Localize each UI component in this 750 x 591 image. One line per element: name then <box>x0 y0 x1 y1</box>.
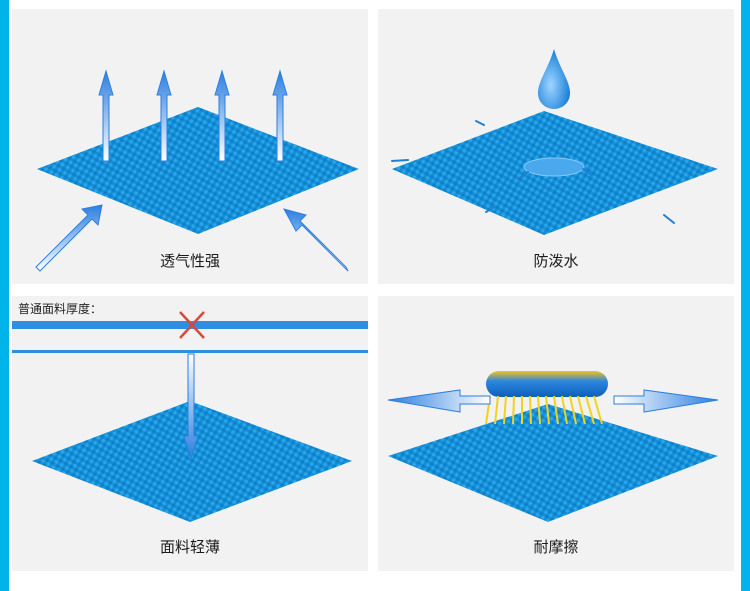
breathable-panel: 透气性强 <box>12 9 368 284</box>
breathable-arrows-icon <box>12 9 368 284</box>
feature-caption: 透气性强 <box>12 250 368 271</box>
thin-fabric-icon <box>12 296 368 571</box>
brush-abrasion-icon <box>378 296 734 571</box>
arrow-right-icon <box>614 390 718 412</box>
water-drop <box>538 49 570 109</box>
fabric-layer-line <box>12 350 368 353</box>
water-drop-icon <box>378 9 734 284</box>
water-repellent-panel: 防泼水 <box>378 9 734 284</box>
thin-fabric-panel: 普通面料厚度： 面料轻薄 <box>12 296 368 571</box>
fabric-sheet <box>388 404 718 522</box>
feature-caption: 防泼水 <box>378 250 734 271</box>
water-bead <box>524 158 584 176</box>
feature-caption: 面料轻薄 <box>12 536 368 557</box>
abrasion-panel: 耐摩擦 <box>378 296 734 571</box>
feature-caption: 耐摩擦 <box>378 536 734 557</box>
fabric-sheet <box>37 107 359 234</box>
arrow-left-icon <box>388 390 490 412</box>
